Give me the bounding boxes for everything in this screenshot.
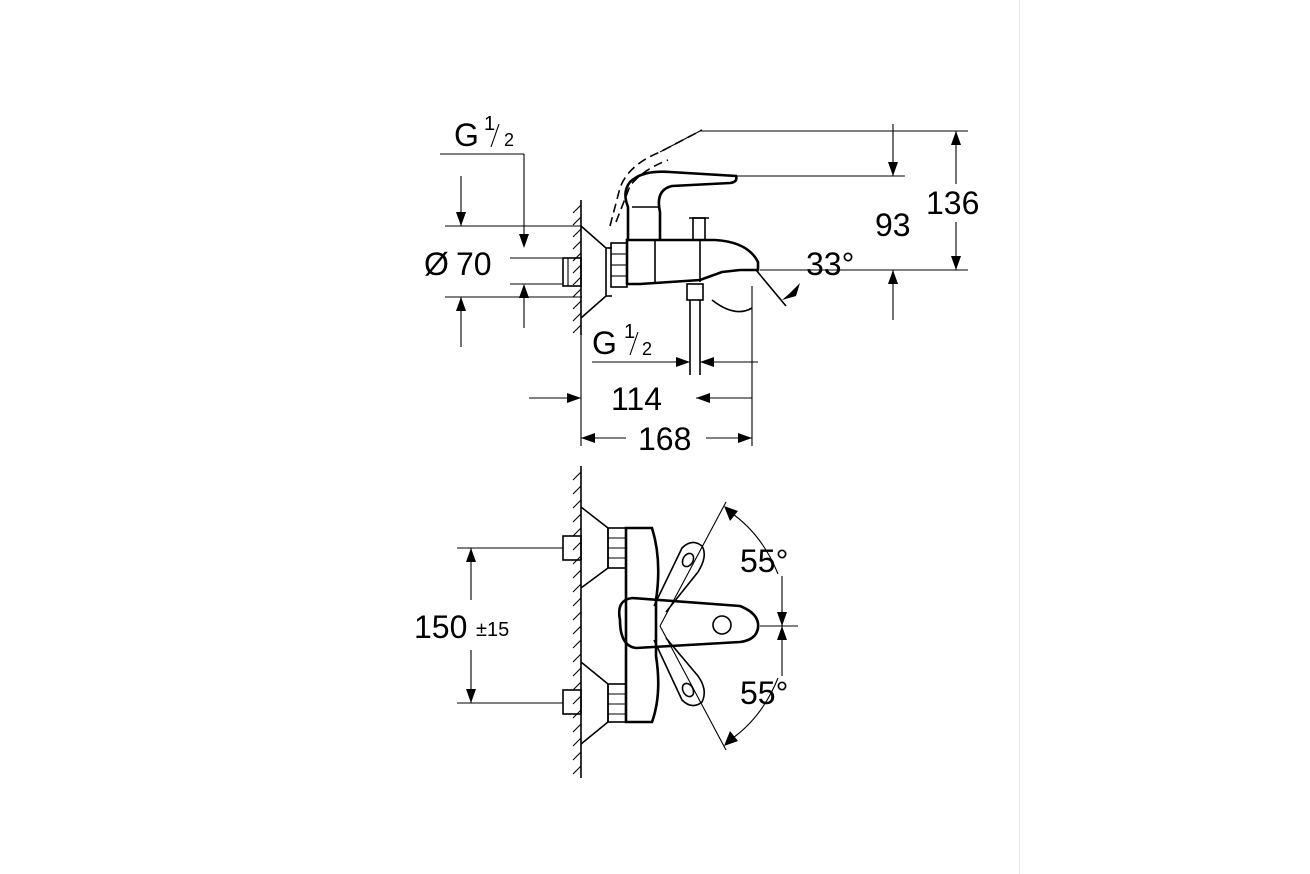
side-view-labels: G 1 2 Ø 70 136 93 33° G 1 2 114 168: [424, 113, 979, 457]
front-view-dimensions: [457, 501, 787, 751]
lever-ghost-down: [653, 637, 706, 707]
shower-outlet: [686, 283, 704, 301]
side-view: [562, 129, 787, 375]
lower-nut: [607, 683, 627, 723]
outlet-depth-label: 114: [611, 381, 662, 417]
lower-rosette: [580, 661, 609, 745]
lever-rotation-up-label: 55°: [740, 543, 788, 579]
thread-label-top-denominator: 2: [504, 130, 514, 150]
total-height-label: 136: [926, 185, 979, 221]
wall-side-view: [572, 200, 582, 335]
total-depth-label: 168: [638, 421, 691, 457]
front-lever: [617, 596, 760, 650]
thread-label-bottom-letter: G: [592, 325, 617, 361]
inlet-stub: [562, 257, 582, 287]
front-mixer-body: [624, 526, 660, 724]
front-view-labels: 150 ±15 55° 55°: [414, 543, 788, 711]
thread-label-top-numerator: 1: [484, 113, 495, 135]
inlet-distance-value: 150: [414, 609, 467, 645]
thread-label-bottom-numerator: 1: [624, 321, 635, 343]
page-divider: [1019, 0, 1020, 874]
thread-label-bottom-denominator: 2: [642, 339, 652, 359]
spout-angle-label: 33°: [806, 246, 854, 282]
mixer-body: [625, 238, 760, 286]
inlet-distance-tolerance: ±15: [476, 619, 509, 641]
rosette: [580, 225, 607, 319]
lower-inlet-stub: [562, 689, 582, 715]
lever-height-label: 93: [875, 207, 911, 243]
mixer-lever: [624, 170, 738, 240]
front-view: [562, 466, 798, 778]
diameter-symbol: Ø: [424, 246, 449, 282]
upper-rosette: [580, 506, 609, 589]
wall-front-view: [572, 466, 582, 778]
diameter-value: 70: [456, 246, 492, 282]
lever-rotation-down-label: 55°: [740, 675, 788, 711]
diverter-knob: [692, 217, 706, 241]
side-view-dimensions: [440, 124, 968, 446]
upper-inlet-stub: [562, 535, 582, 561]
mixer-lever-raised: [609, 129, 703, 227]
thread-label-top-letter: G: [454, 117, 479, 153]
